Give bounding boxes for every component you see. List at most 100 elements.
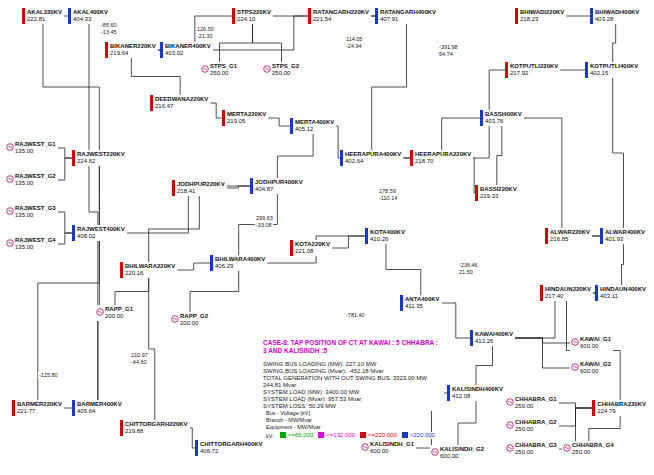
flow-value: 114.05 (345, 36, 363, 43)
node-value: 403.28 (595, 16, 639, 23)
generator-symbol (263, 65, 271, 73)
node-label: BHIWADI400KV (595, 9, 639, 16)
node-value: 217.40 (545, 293, 591, 300)
node-value: 221.54 (313, 16, 369, 23)
transmission-line (149, 196, 200, 262)
node-label: BASSI220KV (480, 186, 517, 193)
legend-text: <=220.000 (368, 432, 397, 438)
node-value: 218.70 (415, 158, 471, 165)
flow-value: -236.46 (458, 262, 479, 269)
transmission-line (58, 148, 72, 158)
node-value: 135.00 (15, 180, 56, 187)
bus-bar-400kv: HEERAPURA400KV402.64 (340, 150, 403, 166)
generator-bus: CHHABRA_G4250.00 (562, 441, 616, 457)
bus-bar-220kv: RAJWEST220KV224.62 (72, 150, 127, 166)
node-value: SYSTEM LOSS: 50.29 MW (263, 403, 443, 410)
key-note: Branch - MW/Mvar (265, 417, 313, 424)
bus-bar-400kv: KOTPUTLI400KV402.15 (585, 62, 640, 78)
bus-bar-400kv: BARMER400KV405.64 (72, 400, 124, 416)
flow-value: -781.40 (345, 312, 366, 319)
bus-bar-400kv: BASSI400KV403.76 (480, 110, 524, 126)
node-value: 216.85 (550, 236, 590, 243)
bus-bar-400kv: BIKANER400KV403.02 (160, 42, 213, 58)
transmission-line (560, 70, 585, 71)
node-value: 410.26 (370, 236, 405, 243)
node-value: 221.77 (17, 408, 62, 415)
bus-bar-220kv: DEEDWANA220KV216.47 (150, 95, 210, 111)
bus-bar-220kv: RATANGARH220KV221.54 (308, 8, 371, 24)
node-value: 217.92 (510, 70, 558, 77)
node-label: RAJWEST400KV (77, 226, 125, 233)
node-value: 250.00 (572, 449, 614, 456)
flow-value: -33.08 (255, 222, 273, 229)
flow-value: -24.94 (345, 43, 363, 50)
generator-bus: KALISINDH_G2600.00 (430, 445, 486, 461)
transmission-line (131, 58, 180, 95)
bus-bar-220kv: BARMER220KV221.77 (12, 400, 64, 416)
node-label: CHHABRA_G2 (515, 419, 557, 426)
generator-bus: RAJWEST_G2135.00 (5, 172, 58, 188)
node-label: JODHPUR400KV (255, 179, 303, 186)
legend-item: >220.000 (402, 432, 435, 439)
bus-bar-220kv: KOTPUTLI220KV217.92 (505, 62, 560, 78)
node-label: BARMER220KV (17, 401, 62, 408)
bus-bar-220kv: ALWAR220KV216.85 (545, 228, 592, 244)
node-label: KALISINDH400KV (452, 386, 503, 393)
transmission-line (268, 118, 290, 126)
legend-swatch (360, 432, 366, 438)
node-value: 402.64 (345, 158, 401, 165)
generator-bus: RAJWEST_G3135.00 (5, 204, 58, 220)
generator-symbol (506, 398, 514, 406)
transmission-line (613, 24, 616, 62)
node-label: RAJWEST_G4 (15, 237, 56, 244)
node-label: ANTA400KV (405, 296, 440, 303)
node-label: BARMER400KV (77, 401, 122, 408)
transmission-line (58, 233, 72, 244)
generator-bus: CHHABRA_G2250.00 (505, 418, 559, 434)
node-label: KALISINDH_G1 (370, 441, 414, 448)
node-value: 405.12 (295, 126, 334, 133)
node-value: 406.29 (215, 263, 265, 270)
node-value: 407.91 (380, 16, 436, 23)
node-value: 219.33 (480, 193, 517, 200)
legend-item: <=66.000 (280, 432, 313, 439)
node-value: 402.15 (590, 70, 638, 77)
node-label: CHHABRA_G4 (572, 442, 614, 449)
transmission-line (220, 24, 253, 62)
node-value: 224.79 (597, 408, 646, 415)
case-note: CASE-8: TAP POSITION OF CT AT KAWAI : 5 … (262, 338, 444, 355)
node-value: 218.41 (177, 188, 225, 195)
generator-bus: STPS_G1250.00 (200, 62, 239, 78)
node-label: ALWAR400KV (605, 229, 645, 236)
node-value: 135.00 (15, 244, 56, 251)
transmission-line (267, 236, 365, 263)
node-value: 219.05 (227, 118, 266, 125)
transmission-line (332, 236, 365, 248)
node-value: 224.10 (237, 16, 271, 23)
bus-bar-400kv: BHILWARA400KV406.29 (210, 255, 267, 271)
node-label: DEEDWANA220KV (155, 96, 208, 103)
generator-symbol (96, 308, 104, 316)
generator-bus: KAWAI_G2600.00 (570, 360, 613, 376)
generator-symbol (563, 444, 571, 452)
flow-value: 178.59 (378, 188, 397, 195)
bus-bar-400kv: HINDAUN400KV403.11 (595, 285, 648, 301)
node-value: 600.00 (580, 343, 611, 350)
generator-bus: CHHABRA_G1250.00 (505, 395, 559, 411)
transmission-line (566, 16, 590, 17)
generator-symbol (201, 65, 209, 73)
transmission-line (149, 278, 155, 420)
node-label: JODHPUR220KV (177, 181, 225, 188)
transmission-line (38, 166, 100, 400)
transmission-line (589, 416, 620, 441)
generator-symbol (571, 338, 579, 346)
node-value: SYSTEM LOAD (MW): 3400.00 MW (263, 389, 443, 396)
node-value: 600.00 (440, 453, 484, 460)
generator-symbol (6, 207, 14, 215)
node-label: HEERAPURA400KV (345, 151, 401, 158)
bus-bar-220kv: MERTA220KV219.05 (222, 110, 268, 126)
node-value: 408.02 (77, 233, 125, 240)
bus-bar-220kv: CHITTORGARH220KV219.88 (120, 420, 190, 436)
kv-legend: <=66.000<=132.000<=220.000>220.000 (280, 432, 440, 439)
node-label: HINDAUN220KV (545, 286, 591, 293)
